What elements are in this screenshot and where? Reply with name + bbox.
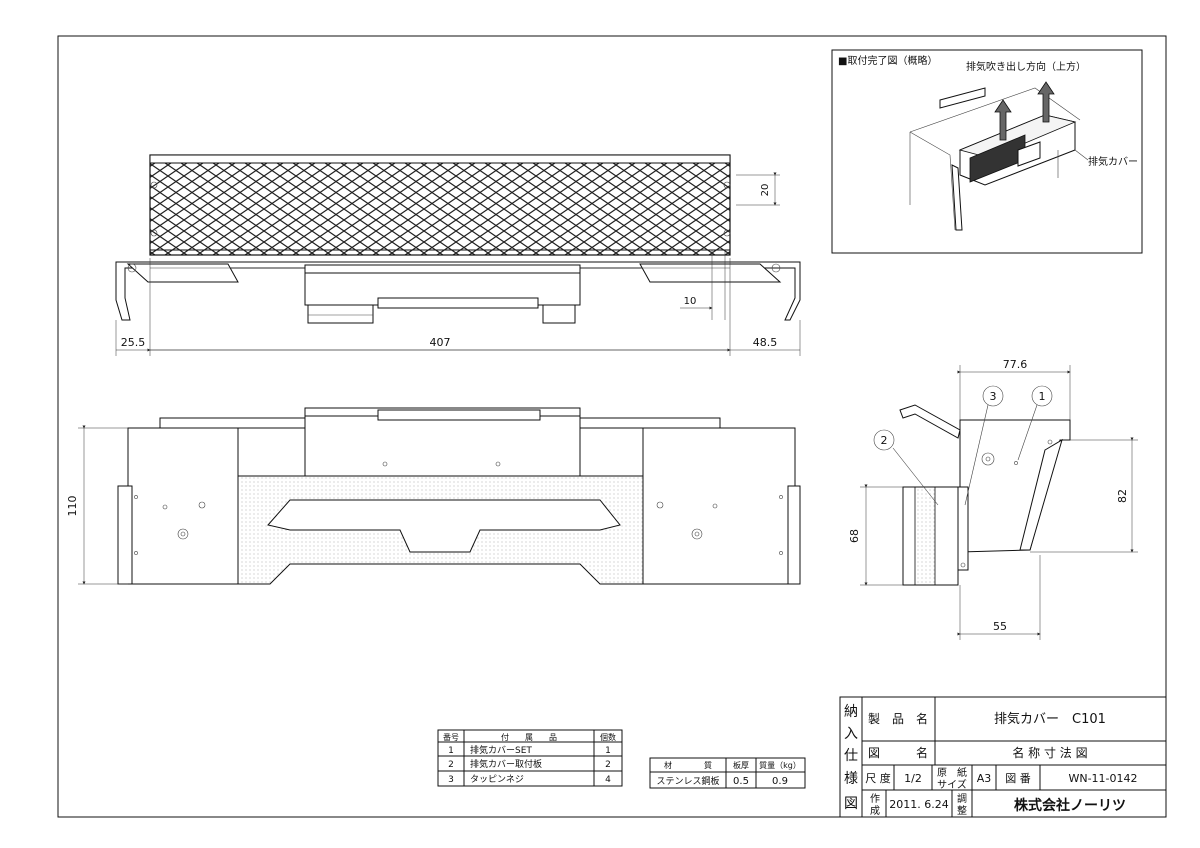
parts-row-3-qty: 4 [605,775,611,785]
parts-row-1-no: 1 [448,746,454,756]
tb-adjust-label-1: 調 [957,792,967,805]
tb-side-char-2: 入 [844,726,858,742]
parts-row-3-name: タッピンネジ [470,774,524,785]
balloon-2: 2 [881,434,888,447]
tb-product-name-label: 製 品 名 [868,711,928,726]
thickness-value: 0.5 [733,776,749,787]
tb-side-char-3: 仕 [844,748,858,764]
dim-407: 407 [430,336,451,349]
parts-row-1-qty: 1 [605,746,611,756]
mass-header: 質量（kg） [759,760,801,770]
parts-row-2-name: 排気カバー取付板 [470,758,542,770]
material-table: 材 質 板厚 質量（kg） ステンレス鋼板 0.5 0.9 [649,757,806,789]
front-view: 20 10 25.5 407 48.5 [115,154,801,356]
inset-cover-label: 排気カバー [1088,155,1138,168]
balloon-3: 3 [990,390,997,403]
tb-created-date: 2011. 6.24 [889,798,948,811]
material-header: 材 質 [664,760,712,770]
parts-header-name: 付 属 品 [501,732,557,742]
tb-paper-label-1: 原 紙 [937,766,967,779]
tb-scale-label: 尺 度 [865,771,891,785]
title-block: 納 入 仕 様 図 製 品 名 排気カバー C101 図 名 名 称 寸 法 図… [839,696,1167,818]
tb-drawing-no: WN-11-0142 [1068,772,1137,785]
inset-direction-label: 排気吹き出し方向（上方） [966,60,1086,73]
tb-paper-label-2: サイズ [937,778,967,791]
parts-table: 番号 付 属 品 個数 1 排気カバーSET 1 2 排気カバー取付板 2 3 … [437,729,623,787]
thickness-header: 板厚 [733,760,749,770]
dim-55: 55 [993,620,1007,633]
tb-side-char-4: 様 [844,771,858,787]
drawing-frame [57,35,1167,818]
dim-110: 110 [66,496,79,517]
mesh-panel [149,154,731,256]
dim-20: 20 [760,184,771,197]
dim-25-5: 25.5 [121,336,146,349]
tb-company: 株式会社ノーリツ [1014,797,1126,814]
parts-header-no: 番号 [443,732,459,742]
tb-scale: 1/2 [904,772,922,785]
installation-inset: ■取付完了図（概略） 排気吹き出し方向（上方） 排気カバー [831,49,1143,254]
material-value: ステンレス鋼板 [656,775,719,787]
tb-side-char-5: 図 [844,796,858,812]
parts-row-2-no: 2 [448,760,454,770]
tb-adjust-label-2: 整 [957,804,967,817]
tb-drawing-name-label: 図 名 [868,745,928,760]
parts-row-3-no: 3 [448,775,454,785]
tb-product-name: 排気カバー C101 [994,711,1106,727]
tb-side-char-1: 納 [844,704,858,720]
parts-row-2-qty: 2 [605,760,611,770]
tb-paper-size: A3 [977,772,992,785]
side-view: 1 3 2 77.6 82 68 55 [848,358,1138,640]
tb-created-label-1: 作 [870,793,880,805]
parts-row-1-name: 排気カバーSET [470,744,532,756]
mass-value: 0.9 [772,776,788,787]
dim-77-6: 77.6 [1003,358,1028,371]
dim-68: 68 [848,529,861,543]
tb-created-label-2: 成 [870,805,880,817]
tb-drawing-no-label: 図 番 [1005,772,1031,785]
dim-82: 82 [1116,489,1129,503]
balloon-1: 1 [1039,390,1046,403]
dim-10: 10 [684,296,697,307]
tb-drawing-name: 名 称 寸 法 図 [1012,745,1087,760]
plan-view: 110 [66,407,801,585]
parts-header-qty: 個数 [600,732,616,742]
inset-title: ■取付完了図（概略） [838,54,937,67]
dim-48-5: 48.5 [753,336,778,349]
